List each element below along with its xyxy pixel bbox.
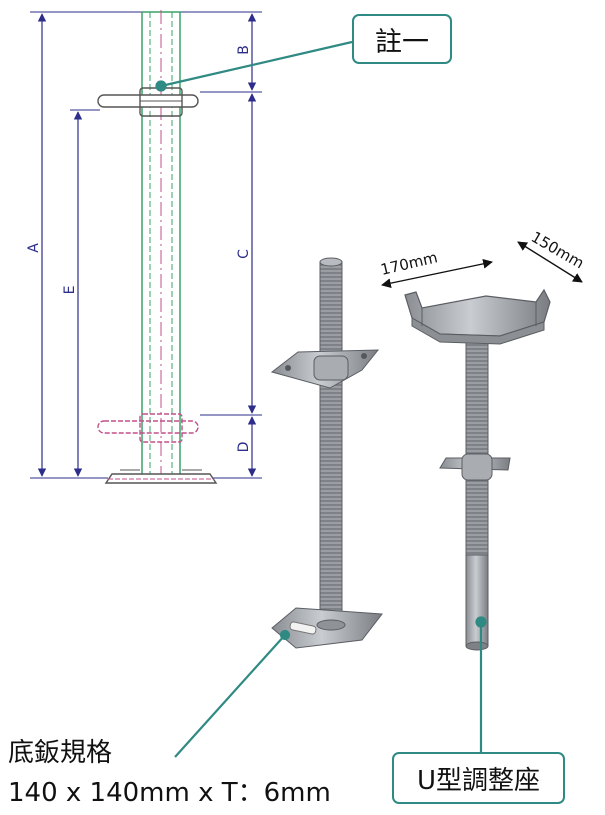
base-plate-spec-value: 140 x 140mm x T：6mm [8,778,331,808]
note-callout: 註一 [352,14,452,64]
dim-label-d: D [236,442,252,453]
dim-label-e: E [62,286,78,295]
base-plate-spec-title: 底鈑規格 [8,738,113,768]
dim-label-c: C [236,249,252,259]
lower-nut-plate [97,413,199,443]
u-jack-nut [461,453,493,481]
u-head-depth-label: 150mm [528,228,587,273]
base-jack-threaded-rod [319,261,343,643]
u-jack-callout: U型調整座 [392,752,565,804]
technical-drawing: A E B C D [26,10,262,484]
u-jack-callout-label: U型調整座 [416,765,541,796]
note-leader-line [160,40,353,88]
extension-lines [30,11,262,479]
base-plate-leader-line [174,634,286,758]
dim-label-b: B [236,45,252,55]
dim-label-a: A [26,243,42,253]
base-plate-leader-dot [279,629,291,641]
upper-nut-plate [97,87,199,117]
leader-lines [155,40,487,758]
base-jack [270,257,383,649]
u-head-jack: 170mm 150mm [379,228,587,651]
u-jack-leader-dot [475,616,487,628]
base-plate [104,469,218,484]
note-callout-label: 註一 [375,26,429,58]
u-head-width-arrow [381,259,493,288]
u-head-depth-arrow [517,241,583,283]
note-leader-dot [155,80,167,92]
base-jack-nut [313,355,349,381]
